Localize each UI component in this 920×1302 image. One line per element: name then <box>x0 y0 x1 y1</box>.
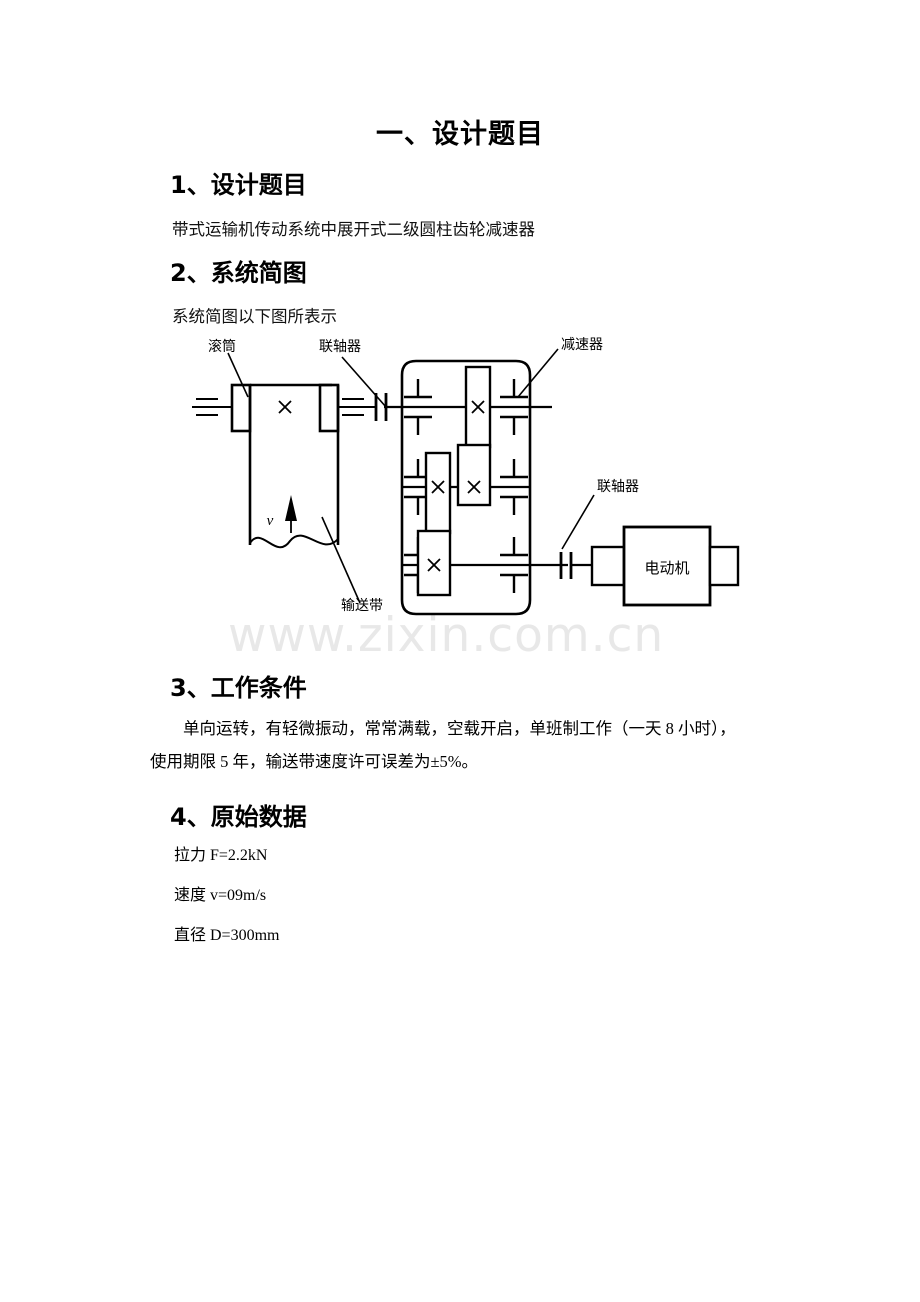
heading-section-1: 1、设计题目 <box>170 171 307 199</box>
label-belt: 输送带 <box>341 598 383 614</box>
shaft-3-bearing-right <box>500 537 528 593</box>
leader-coupling-left <box>341 356 387 408</box>
drum-right-hub <box>318 383 340 433</box>
work-condition-line-1: 单向运转，有轻微振动，常常满载，空载开启，单班制工作（一天 8 小时）， <box>183 719 736 738</box>
drum-cross-mark <box>278 400 292 414</box>
leader-belt <box>321 516 361 604</box>
label-drum: 滚筒 <box>208 338 236 355</box>
drum-left-hub <box>230 383 252 433</box>
reducer-housing <box>400 359 532 616</box>
section-1-body: 带式运输机传动系统中展开式二级圆柱齿轮减速器 <box>172 220 535 239</box>
velocity-arrow <box>285 495 297 533</box>
gear-1-cross <box>471 400 485 414</box>
gear-4-cross <box>427 558 441 572</box>
shaft-1-bearing-left <box>404 379 432 435</box>
heading-section-3: 3、工作条件 <box>170 674 307 702</box>
shaft-1-bearing-right <box>500 379 528 435</box>
data-item-force: 拉力 F=2.2kN <box>174 847 268 864</box>
motor-boss-right <box>708 545 740 587</box>
system-schematic-diagram: 滚筒 联轴器 减速器 联轴器 输送带 v 电动机 <box>180 335 740 630</box>
gear-2-cross <box>467 480 481 494</box>
belt-break-wave <box>249 534 339 549</box>
heading-section-2: 2、系统简图 <box>170 259 307 287</box>
gear-4-wheel <box>416 529 452 597</box>
gear-3-cross <box>431 480 445 494</box>
label-coupling-left: 联轴器 <box>319 339 361 355</box>
schematic-svg: 滚筒 联轴器 减速器 联轴器 输送带 v 电动机 <box>192 337 740 616</box>
section-2-body: 系统简图以下图所表示 <box>172 307 337 326</box>
leader-drum <box>227 352 249 398</box>
gear-2-wheel <box>456 443 492 507</box>
data-item-velocity: 速度 v=09m/s <box>174 887 267 904</box>
heading-section-4: 4、原始数据 <box>170 803 307 831</box>
motor-shaft-boss-left <box>590 545 626 587</box>
document-title: 一、设计题目 <box>376 119 544 149</box>
work-condition-line-2: 使用期限 5 年，输送带速度许可误差为±5%。 <box>150 752 479 771</box>
gear-3-pinion <box>424 451 452 535</box>
leader-coupling-right <box>561 494 595 550</box>
drum-right-shaft <box>338 398 376 416</box>
shaft-2-bearing-right <box>500 459 528 515</box>
section-3-body: 单向运转，有轻微振动，常常满载，空载开启，单班制工作（一天 8 小时）， 使用期… <box>150 712 790 778</box>
label-velocity: v <box>267 513 274 529</box>
data-item-diameter: 直径 D=300mm <box>174 927 280 944</box>
drum-left-shaft <box>192 398 232 416</box>
leader-reducer <box>517 348 559 398</box>
label-motor: 电动机 <box>644 560 689 577</box>
label-coupling-right: 联轴器 <box>597 479 639 495</box>
label-reducer: 减速器 <box>561 337 603 353</box>
